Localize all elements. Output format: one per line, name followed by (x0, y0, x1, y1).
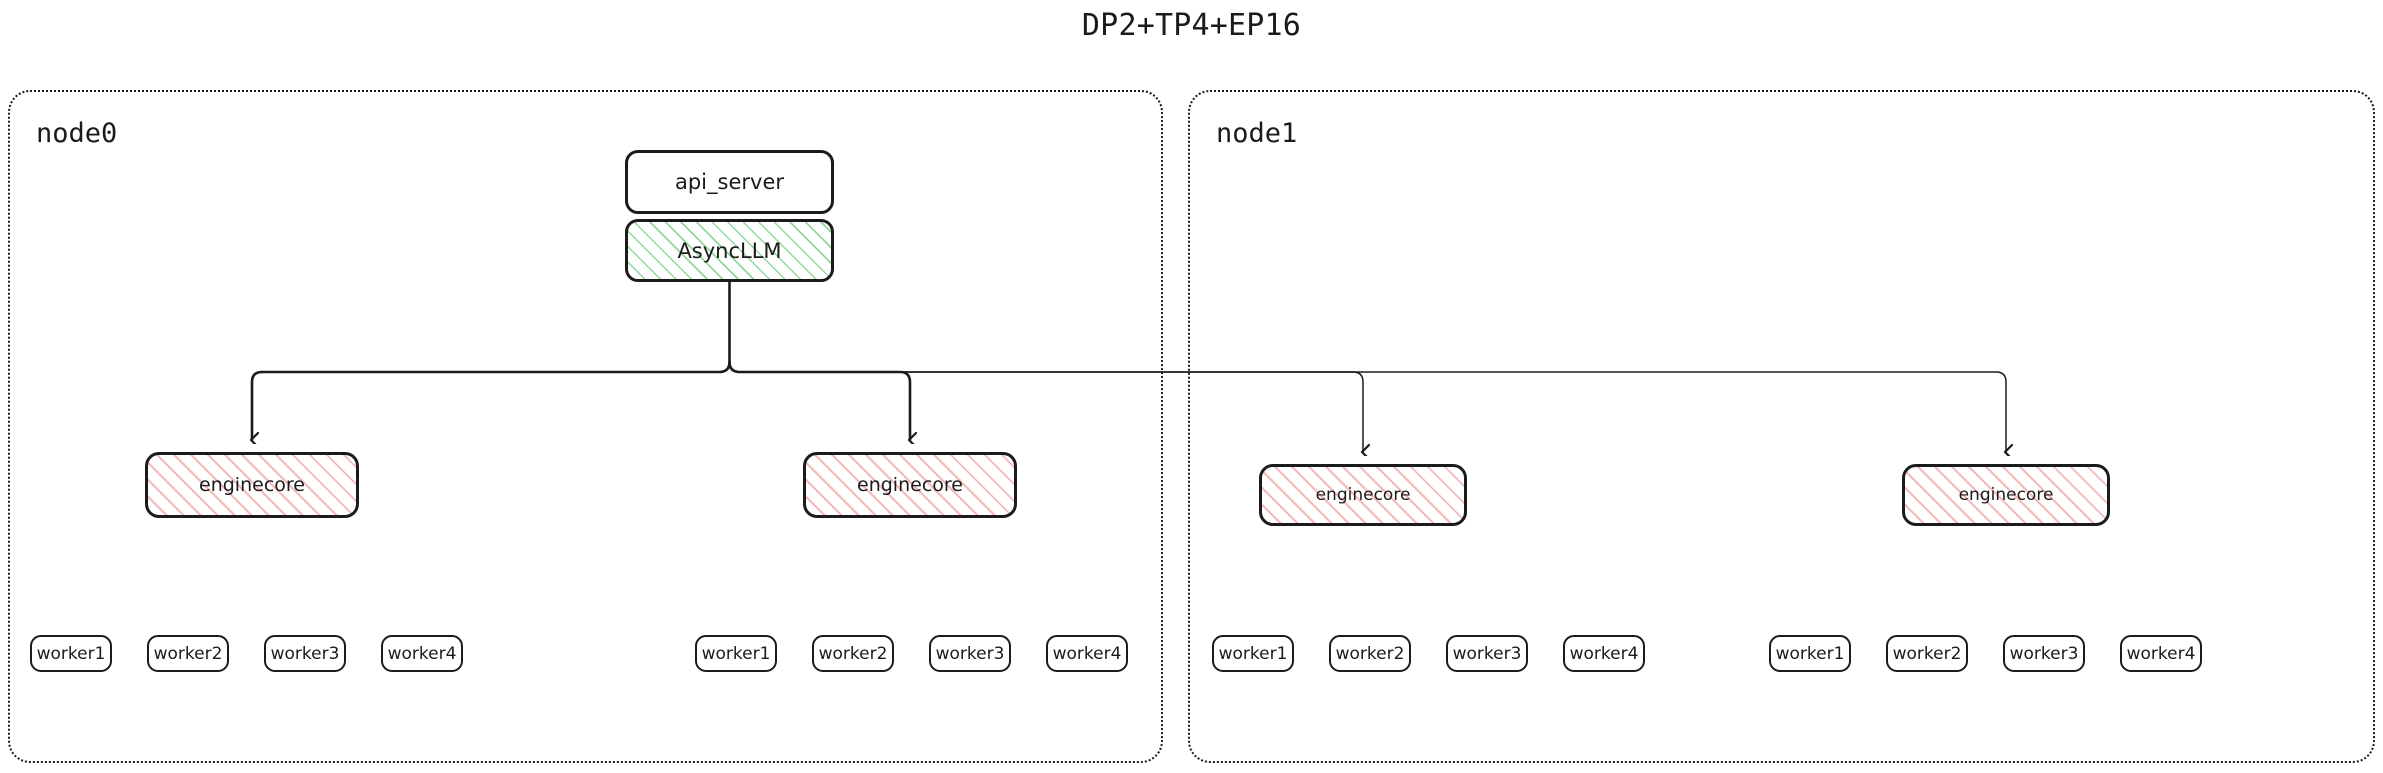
box-worker[interactable]: worker1 (695, 635, 777, 672)
box-worker[interactable]: worker2 (812, 635, 894, 672)
box-api-server[interactable]: api_server (625, 150, 834, 214)
box-worker[interactable]: worker3 (1446, 635, 1528, 672)
box-worker[interactable]: worker4 (381, 635, 463, 672)
worker-group: worker1 worker2 worker3 worker4 (30, 635, 463, 672)
box-asyncllm[interactable]: AsyncLLM (625, 219, 834, 282)
worker-group: worker1 worker2 worker3 worker4 (695, 635, 1128, 672)
box-worker[interactable]: worker2 (1886, 635, 1968, 672)
worker-group: worker1 worker2 worker3 worker4 (1769, 635, 2202, 672)
worker-group: worker1 worker2 worker3 worker4 (1212, 635, 1645, 672)
box-worker[interactable]: worker3 (929, 635, 1011, 672)
box-worker[interactable]: worker3 (264, 635, 346, 672)
box-enginecore[interactable]: enginecore (803, 452, 1017, 518)
box-enginecore[interactable]: enginecore (1259, 464, 1467, 526)
box-worker[interactable]: worker1 (1212, 635, 1294, 672)
node-label-node0: node0 (36, 118, 118, 149)
page-title: DP2+TP4+EP16 (1081, 8, 1302, 43)
box-worker[interactable]: worker4 (1563, 635, 1645, 672)
box-worker[interactable]: worker4 (2120, 635, 2202, 672)
box-enginecore[interactable]: enginecore (145, 452, 359, 518)
box-worker[interactable]: worker2 (147, 635, 229, 672)
box-worker[interactable]: worker4 (1046, 635, 1128, 672)
box-worker[interactable]: worker1 (30, 635, 112, 672)
box-enginecore[interactable]: enginecore (1902, 464, 2110, 526)
box-worker[interactable]: worker3 (2003, 635, 2085, 672)
box-worker[interactable]: worker1 (1769, 635, 1851, 672)
node-label-node1: node1 (1216, 118, 1298, 149)
box-worker[interactable]: worker2 (1329, 635, 1411, 672)
